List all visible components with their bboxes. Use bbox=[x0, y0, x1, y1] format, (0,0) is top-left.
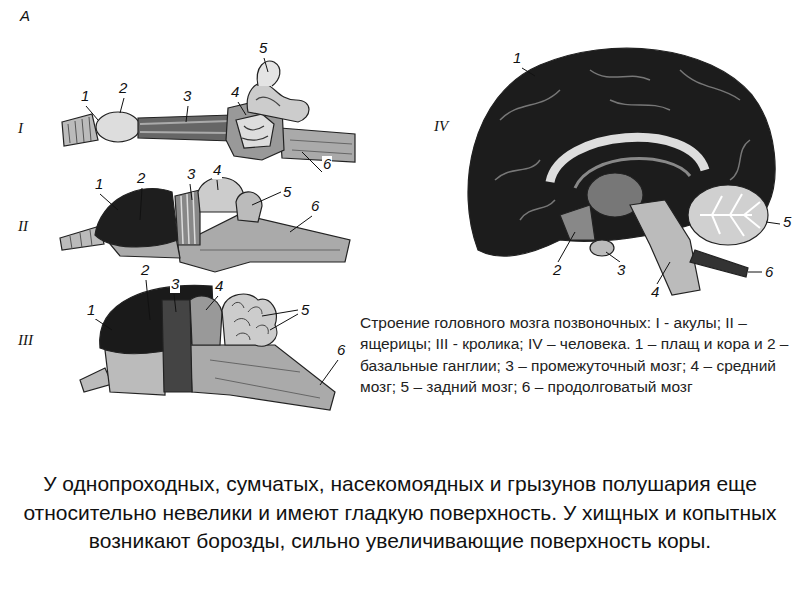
leader-lines-part bbox=[186, 106, 188, 122]
human-brain-part bbox=[590, 240, 614, 256]
leader-lines-part bbox=[146, 280, 150, 320]
lizard-brain-part bbox=[200, 250, 340, 251]
leader-lines-part bbox=[140, 188, 142, 220]
leader-lines-part bbox=[302, 152, 322, 172]
leader-lines-part bbox=[766, 222, 780, 224]
callout-number: 3 bbox=[182, 88, 192, 105]
leader-lines-part bbox=[174, 294, 176, 312]
lizard-brain-part bbox=[236, 192, 262, 222]
human-brain-part bbox=[468, 48, 775, 256]
callout-number: 1 bbox=[512, 50, 522, 67]
panel-letter: A bbox=[20, 8, 30, 25]
caption: У однопроходных, сумчатых, насекомоядных… bbox=[20, 470, 780, 556]
leader-lines-part bbox=[217, 180, 218, 190]
leader-lines-part bbox=[94, 318, 112, 330]
panel-numeral: II bbox=[18, 218, 28, 235]
rabbit-brain-part bbox=[232, 302, 268, 340]
callout-number: 3 bbox=[170, 276, 180, 293]
callout-number: 5 bbox=[300, 302, 310, 319]
leader-lines-part bbox=[270, 314, 298, 330]
rabbit-brain-part bbox=[190, 296, 222, 345]
callout-number: 5 bbox=[282, 184, 292, 201]
panel-numeral: I bbox=[18, 120, 23, 137]
leader-lines-part bbox=[238, 102, 246, 115]
leader-lines-part bbox=[86, 106, 98, 120]
shark-brain-part bbox=[96, 112, 140, 142]
rabbit-brain bbox=[80, 285, 335, 410]
callout-number: 4 bbox=[650, 284, 660, 301]
leader-lines-part bbox=[320, 360, 338, 385]
shark-brain-part bbox=[236, 114, 274, 148]
leader-lines-part bbox=[748, 272, 762, 273]
callout-number: 2 bbox=[552, 262, 562, 279]
shark-brain-part bbox=[280, 128, 355, 162]
callout-number: 1 bbox=[80, 88, 90, 105]
panel-numeral: IV bbox=[434, 118, 448, 135]
rabbit-brain-part bbox=[162, 300, 192, 392]
leader-lines-part bbox=[252, 192, 281, 205]
shark-brain-part bbox=[140, 121, 230, 133]
callout-number: 4 bbox=[214, 278, 224, 295]
callout-number: 6 bbox=[336, 342, 346, 359]
figure-legend: Строение головного мозга позвоночных: I … bbox=[360, 312, 796, 398]
shark-brain-part bbox=[68, 117, 91, 143]
leader-lines-part bbox=[290, 216, 312, 232]
human-brain bbox=[468, 48, 775, 295]
human-brain-part bbox=[688, 185, 768, 245]
shark-brain-part bbox=[290, 140, 352, 154]
callout-number: 3 bbox=[616, 262, 626, 279]
human-brain-part bbox=[560, 205, 595, 240]
callout-number: 5 bbox=[782, 214, 792, 231]
panel-numeral: III bbox=[18, 332, 33, 349]
callout-number: 4 bbox=[230, 84, 240, 101]
rabbit-brain-part bbox=[190, 345, 335, 410]
rabbit-brain-part bbox=[210, 360, 320, 398]
rabbit-brain-part bbox=[222, 294, 277, 346]
lizard-brain-part bbox=[181, 192, 195, 244]
callout-number: 6 bbox=[310, 198, 320, 215]
callout-number: 1 bbox=[94, 176, 104, 193]
shark-brain bbox=[62, 61, 355, 162]
shark-brain-part bbox=[257, 61, 280, 86]
lizard-brain-part bbox=[175, 190, 200, 245]
human-brain-part bbox=[690, 250, 748, 277]
shark-brain-part bbox=[247, 83, 309, 122]
callout-number: 2 bbox=[118, 80, 128, 97]
leader-lines-part bbox=[100, 194, 118, 210]
callout-number: 2 bbox=[140, 262, 150, 279]
callout-number: 6 bbox=[764, 264, 774, 281]
leader-lines-part bbox=[558, 232, 575, 262]
leader-lines-part bbox=[264, 58, 268, 72]
human-brain-part bbox=[700, 194, 760, 236]
callout-number: 1 bbox=[86, 302, 96, 319]
callout-number: 6 bbox=[322, 156, 332, 173]
leader-lines-part bbox=[206, 296, 218, 310]
callout-number: 3 bbox=[186, 166, 196, 183]
callout-number: 2 bbox=[136, 170, 146, 187]
leader-lines-part bbox=[190, 184, 192, 200]
leader-lines-part bbox=[522, 68, 535, 76]
leader-lines-part bbox=[120, 98, 124, 113]
callout-number: 4 bbox=[212, 162, 222, 179]
shark-brain-part bbox=[256, 97, 280, 106]
lizard-brain-part bbox=[70, 230, 92, 249]
lizard-brain-part bbox=[95, 189, 178, 247]
shark-brain-part bbox=[242, 126, 268, 140]
shark-brain-part bbox=[138, 115, 232, 141]
callout-number: 5 bbox=[258, 40, 268, 57]
leader-lines-part bbox=[657, 262, 670, 284]
leader-lines-part bbox=[606, 252, 620, 262]
lizard-brain-part bbox=[178, 214, 350, 272]
shark-brain-part bbox=[62, 114, 98, 146]
leader-lines-part bbox=[262, 310, 298, 316]
